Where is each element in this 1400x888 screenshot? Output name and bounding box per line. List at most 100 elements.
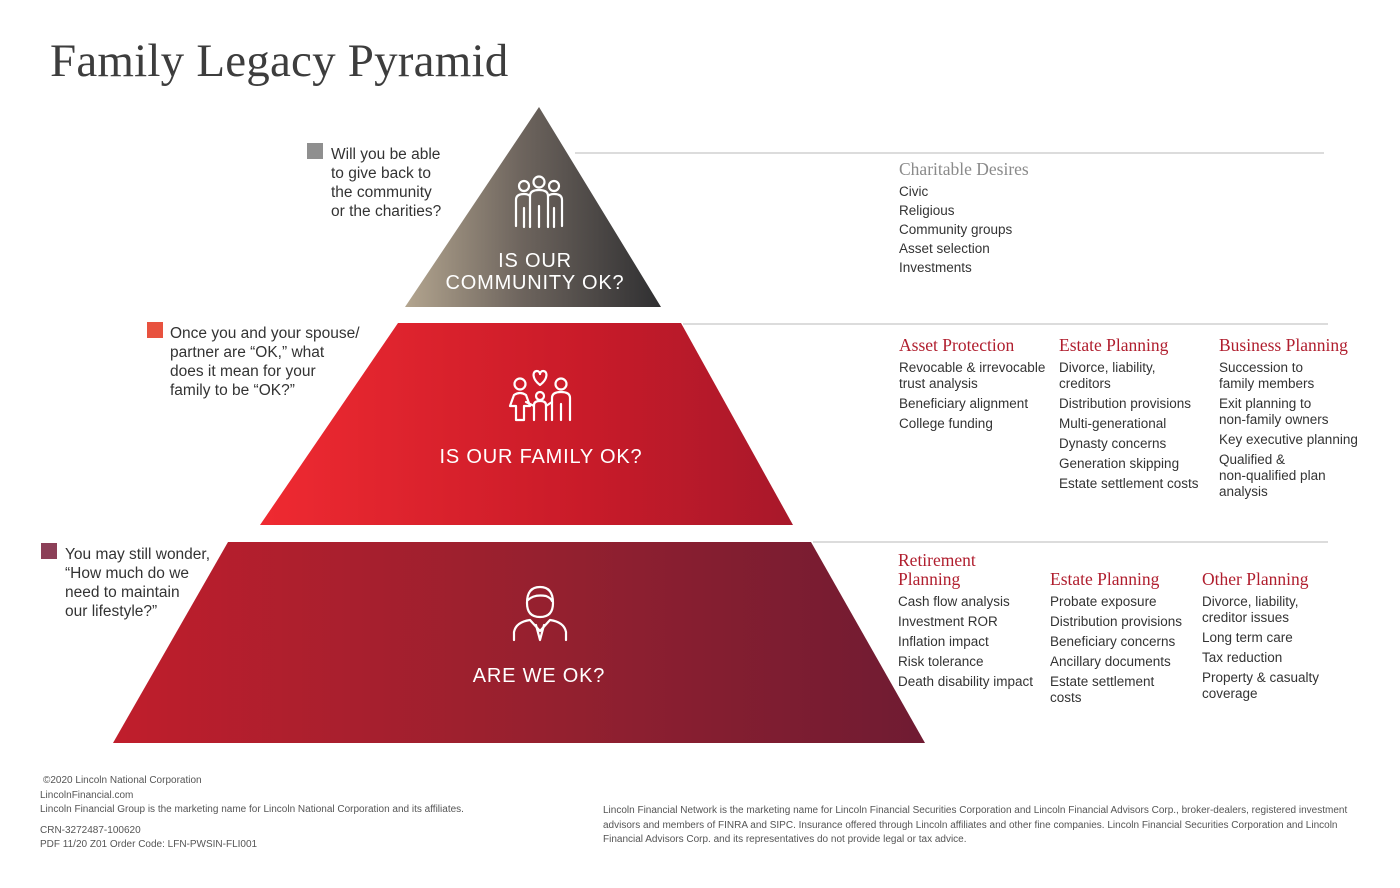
section-heading: Estate Planning xyxy=(1050,569,1160,589)
question-family: Once you and your spouse/ partner are “O… xyxy=(170,324,360,400)
pyramid-bottom-tier xyxy=(113,542,925,743)
question-line: Will you be able xyxy=(331,146,441,163)
list-item-line: Beneficiary concerns xyxy=(1050,634,1176,649)
question-us: You may still wonder, “How much do we ne… xyxy=(65,545,210,621)
tier-label-community: IS OUR COMMUNITY OK? xyxy=(420,250,650,294)
question-line: does it mean for your xyxy=(170,363,316,380)
section-heading: Other Planning xyxy=(1202,569,1309,589)
tier-label-us: ARE WE OK? xyxy=(472,665,606,687)
question-community: Will you be able to give back to the com… xyxy=(331,145,441,221)
list-item-line: Ancillary documents xyxy=(1050,654,1171,669)
list-item-line: Multi-generational xyxy=(1059,416,1167,431)
pyramid-top-tier xyxy=(405,107,661,307)
list-item: Beneficiary alignment xyxy=(899,396,1054,412)
list-item-line: Revocable & irrevocable xyxy=(899,360,1046,375)
section-list: Civic Religious Community groups Asset s… xyxy=(899,184,1099,276)
list-item: Cash flow analysis xyxy=(898,594,1048,610)
list-item-line: Distribution provisions xyxy=(1059,396,1192,411)
list-item-line: Generation skipping xyxy=(1059,456,1180,471)
page-title: Family Legacy Pyramid xyxy=(50,35,509,87)
list-item-line: Long term care xyxy=(1202,630,1293,645)
list-item: Tax reduction xyxy=(1202,650,1362,666)
list-item: Civic xyxy=(899,184,929,199)
question-line: to give back to xyxy=(331,165,431,182)
list-item-line: costs xyxy=(1050,690,1082,705)
list-item: Generation skipping xyxy=(1059,456,1214,472)
question-line: the community xyxy=(331,184,432,201)
list-item-line: Tax reduction xyxy=(1202,650,1283,665)
list-item: Investments xyxy=(899,260,972,275)
list-item-line: Cash flow analysis xyxy=(898,594,1010,609)
list-item-line: Divorce, liability, xyxy=(1059,360,1156,375)
list-item: Investment ROR xyxy=(898,614,1048,630)
list-item: Distribution provisions xyxy=(1050,614,1200,630)
list-item: Distribution provisions xyxy=(1059,396,1214,412)
question-line: “How much do we xyxy=(65,565,190,582)
section-heading: Estate Planning xyxy=(1059,335,1169,355)
list-item-line: Probate exposure xyxy=(1050,594,1157,609)
list-item: Risk tolerance xyxy=(898,654,1048,670)
section-heading: Retirement Planning xyxy=(898,551,1048,589)
list-item-line: Beneficiary alignment xyxy=(899,396,1029,411)
list-item-line: Risk tolerance xyxy=(898,654,984,669)
section-heading: Charitable Desires xyxy=(899,159,1029,179)
list-item-line: Dynasty concerns xyxy=(1059,436,1167,451)
list-item: Long term care xyxy=(1202,630,1362,646)
list-item-line: Succession to xyxy=(1219,360,1304,375)
tier-label-community-line2: COMMUNITY OK? xyxy=(445,272,625,294)
question-line: family to be “OK?” xyxy=(170,382,295,399)
list-item: Divorce, liability,creditors xyxy=(1059,360,1214,392)
list-item: Estate settlement costs xyxy=(1059,476,1214,492)
community-group-icon xyxy=(514,175,564,229)
list-item-line: family members xyxy=(1219,376,1315,391)
list-item: Dynasty concerns xyxy=(1059,436,1214,452)
list-item: Death disability impact xyxy=(898,674,1048,690)
question-line: partner are “OK,” what xyxy=(170,344,325,361)
list-item-line: trust analysis xyxy=(899,376,978,391)
list-item-line: Qualified & xyxy=(1219,452,1286,467)
list-item-line: creditors xyxy=(1059,376,1111,391)
list-item-line: College funding xyxy=(899,416,993,431)
list-item-line: Key executive planning xyxy=(1219,432,1358,447)
list-item: Inflation impact xyxy=(898,634,1048,650)
section-heading-line: Planning xyxy=(898,569,961,589)
family-heart-icon xyxy=(508,369,572,422)
footer-disclosure: Lincoln Financial Network is the marketi… xyxy=(603,805,1348,845)
list-item-line: coverage xyxy=(1202,686,1258,701)
list-item-line: Divorce, liability, xyxy=(1202,594,1299,609)
footer-order-code: PDF 11/20 Z01 Order Code: LFN-PWSIN-FLI0… xyxy=(40,839,258,850)
list-item: Multi-generational xyxy=(1059,416,1214,432)
question-marker-us xyxy=(41,543,57,559)
footer-marketing-note: Lincoln Financial Group is the marketing… xyxy=(40,804,464,815)
list-item: Religious xyxy=(899,203,955,218)
section-charitable-desires: Charitable Desires Civic Religious Commu… xyxy=(899,160,1099,279)
tier-label-family: IS OUR FAMILY OK? xyxy=(439,446,643,468)
list-item-line: Distribution provisions xyxy=(1050,614,1183,629)
section-asset-protection: Asset Protection Revocable & irrevocable… xyxy=(899,336,1054,436)
list-item-line: Death disability impact xyxy=(898,674,1034,689)
tier-label-community-line1: IS OUR xyxy=(498,250,572,272)
question-marker-family xyxy=(147,322,163,338)
question-line: Once you and your spouse/ xyxy=(170,325,360,342)
section-heading-line: Retirement xyxy=(898,550,976,570)
footer-copyright: ©2020 Lincoln National Corporation xyxy=(43,775,202,786)
section-estate-planning-family: Estate Planning Divorce, liability,credi… xyxy=(1059,336,1214,496)
list-item-line: analysis xyxy=(1219,484,1268,499)
footer-site-link[interactable]: LincolnFinancial.com xyxy=(40,789,134,801)
footer-crn: CRN-3272487-100620 xyxy=(40,824,141,836)
list-item-line: non-qualified plan xyxy=(1219,468,1326,483)
question-line: or the charities? xyxy=(331,203,442,220)
